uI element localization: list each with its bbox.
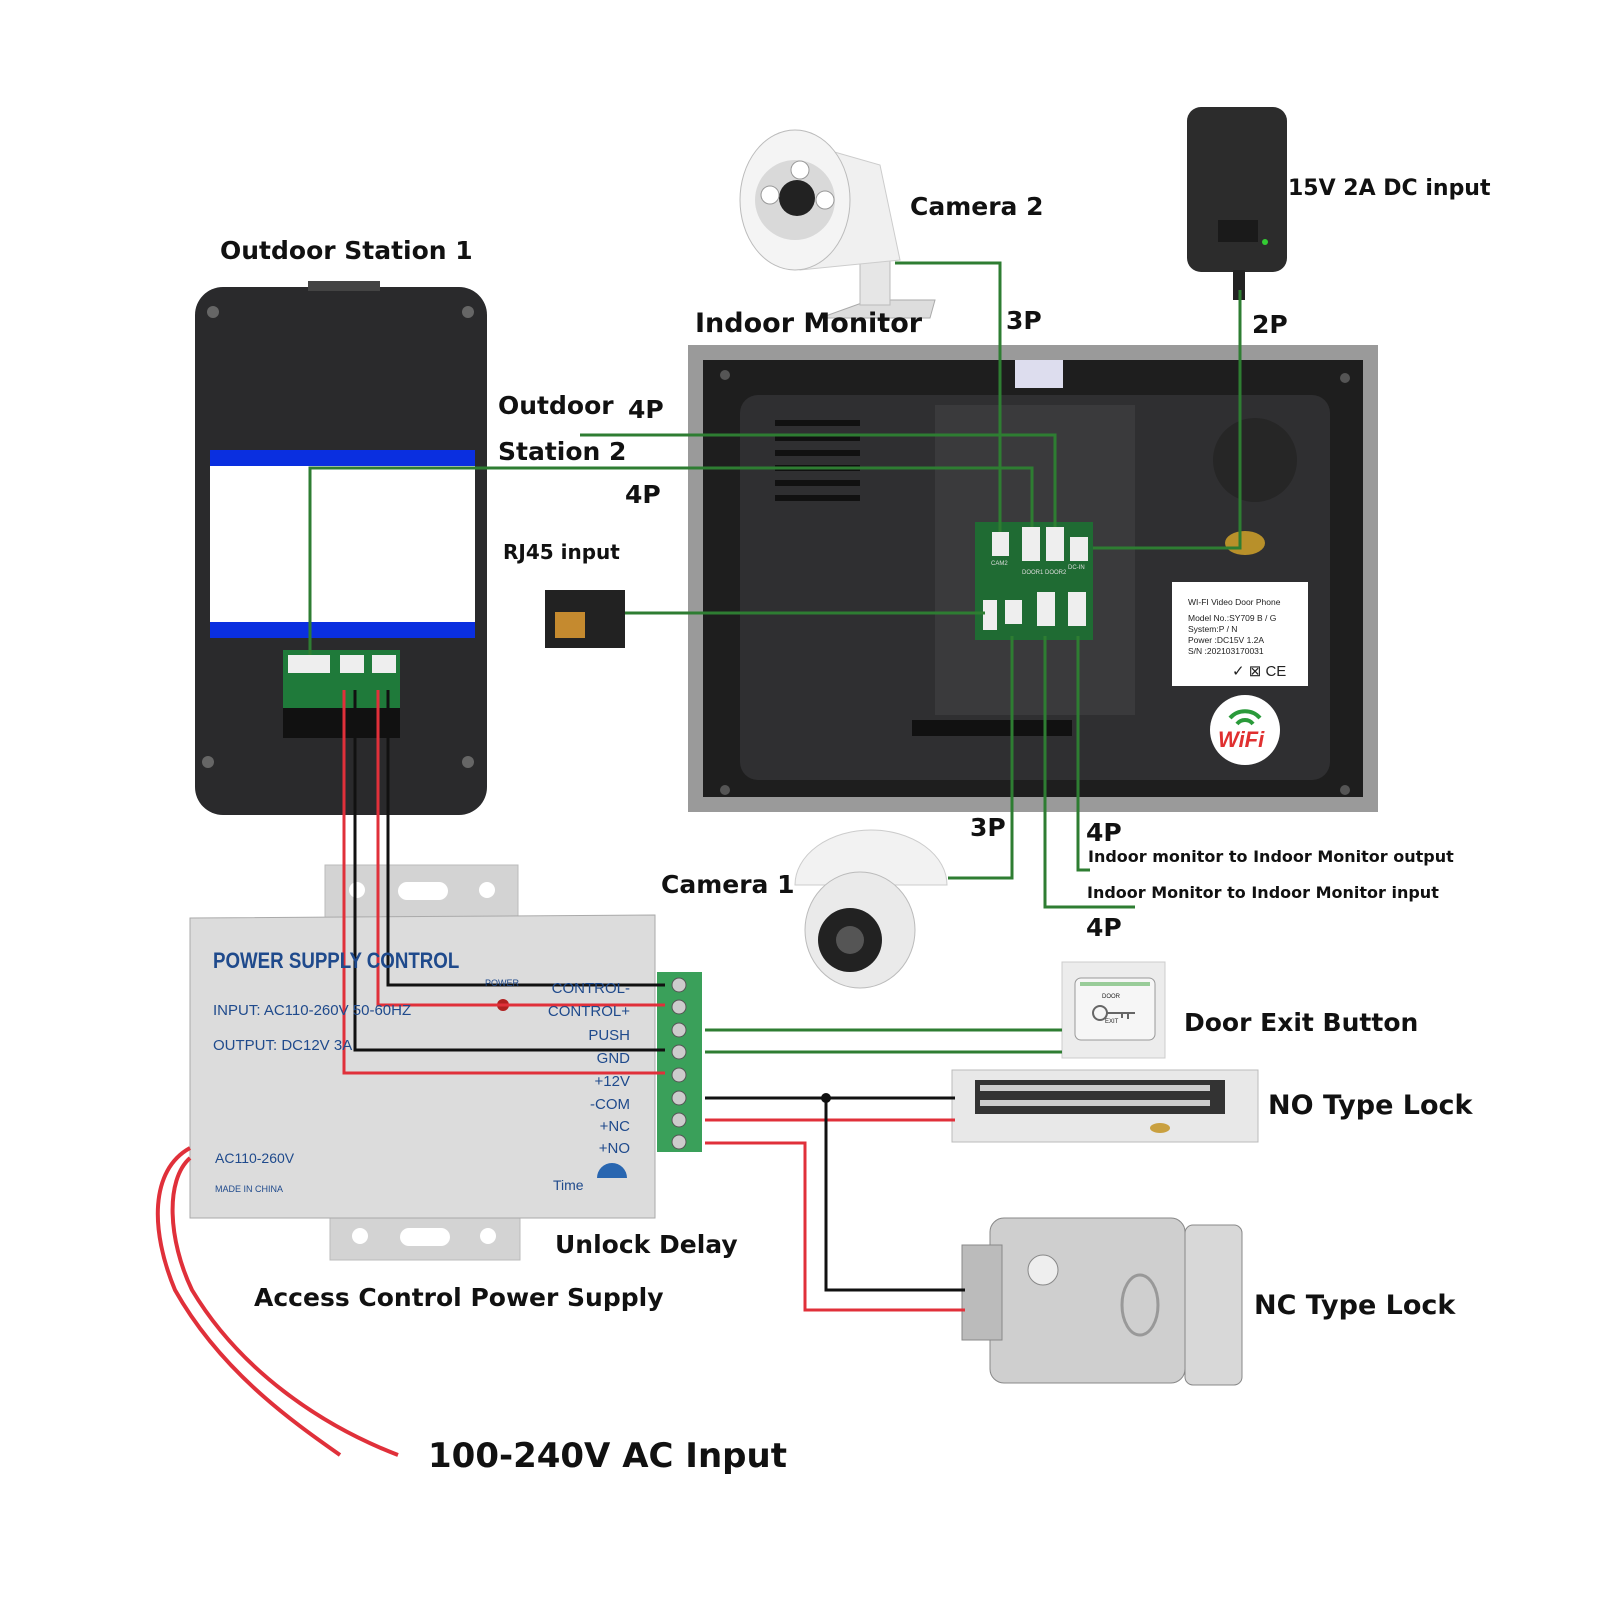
wire-im-output xyxy=(1076,636,1090,872)
rj45-jack xyxy=(545,590,625,648)
monitor-connector-board xyxy=(975,522,1093,640)
terminal-control-plus: CONTROL+ xyxy=(547,1003,630,1020)
exit-button-exit-text: EXIT xyxy=(1105,1019,1119,1025)
label-access-control: Access Control Power Supply xyxy=(254,1283,664,1312)
ps-power-label: POWER xyxy=(485,978,520,988)
label-door-exit: Door Exit Button xyxy=(1184,1008,1419,1037)
nc-type-lock xyxy=(961,1217,1243,1386)
monitor-spec-label xyxy=(1172,582,1308,686)
label-dc-input: 15V 2A DC input xyxy=(1288,176,1491,201)
camera-1 xyxy=(794,829,948,989)
wire-outdoor-station-2 xyxy=(580,433,1057,527)
wire-outdoor-station-1 xyxy=(308,466,1034,655)
indoor-monitor xyxy=(688,345,1378,812)
label-nc-lock: NC Type Lock xyxy=(1254,1290,1456,1321)
spec-sn: S/N :202103170031 xyxy=(1188,646,1264,656)
port-cam2: CAM2 xyxy=(991,561,1008,567)
camera-2 xyxy=(739,129,936,319)
label-camera-1: Camera 1 xyxy=(661,870,795,899)
door-exit-button xyxy=(1061,961,1166,1059)
label-im-output: Indoor monitor to Indoor Monitor output xyxy=(1088,847,1454,866)
terminal-com: -COM xyxy=(590,1096,630,1113)
label-ac-input: 100-240V AC Input xyxy=(428,1436,787,1476)
monitor-buzzer xyxy=(1225,531,1265,555)
ps-title: POWER SUPPLY CONTROL xyxy=(213,948,460,973)
ps-made: MADE IN CHINA xyxy=(215,1184,284,1194)
spec-model: Model No.:SY709 B / G xyxy=(1188,613,1277,623)
spec-power: Power :DC15V 1.2A xyxy=(1188,635,1265,645)
exit-button-door-text: DOOR xyxy=(1102,994,1120,1000)
terminal-nc: +NC xyxy=(599,1118,630,1135)
label-station-2: Station 2 xyxy=(498,437,627,466)
label-4p-d: 4P xyxy=(1086,913,1122,942)
label-3p-bottom: 3P xyxy=(970,813,1006,842)
port-door1: DOOR1 xyxy=(1022,570,1044,576)
label-unlock-delay: Unlock Delay xyxy=(555,1230,738,1259)
ps-output: OUTPUT: DC12V 3A xyxy=(213,1037,353,1054)
wire-im-input xyxy=(1043,636,1135,909)
wifi-logo-icon xyxy=(1210,695,1280,765)
port-door2: DOOR2 xyxy=(1045,570,1067,576)
green-wires xyxy=(308,261,1242,1054)
wire-dc-input xyxy=(1093,290,1242,550)
port-dc-in: DC-IN xyxy=(1068,565,1085,571)
power-adapter xyxy=(1187,107,1287,300)
access-control-power-supply xyxy=(189,864,702,1261)
no-type-lock xyxy=(951,1069,1259,1143)
wire-camera-1 xyxy=(948,636,1014,880)
terminal-push: PUSH xyxy=(588,1027,630,1044)
label-4p-a: 4P xyxy=(628,395,664,424)
spec-title: WI-FI Video Door Phone xyxy=(1188,597,1281,607)
power-wires xyxy=(155,690,965,1457)
label-2p: 2P xyxy=(1252,310,1288,339)
label-4p-c: 4P xyxy=(1086,818,1122,847)
label-4p-b: 4P xyxy=(625,480,661,509)
wire-camera-2 xyxy=(895,261,1002,532)
label-outdoor: Outdoor xyxy=(498,391,614,420)
monitor-sticker xyxy=(1015,360,1063,388)
spec-system: System:P / N xyxy=(1188,624,1238,634)
label-indoor-monitor: Indoor Monitor xyxy=(695,308,923,339)
terminal-gnd: GND xyxy=(596,1050,630,1067)
ps-time: Time xyxy=(553,1177,584,1193)
ps-input: INPUT: AC110-260V 50-60HZ xyxy=(213,1002,412,1019)
terminal-no: +NO xyxy=(598,1140,630,1157)
label-outdoor-station-1: Outdoor Station 1 xyxy=(220,236,473,265)
label-im-input: Indoor Monitor to Indoor Monitor input xyxy=(1087,883,1439,902)
label-no-lock: NO Type Lock xyxy=(1268,1090,1473,1121)
ps-ac: AC110-260V xyxy=(215,1150,295,1166)
label-rj45: RJ45 input xyxy=(503,540,620,564)
wifi-text: WiFi xyxy=(1218,727,1265,752)
label-camera-2: Camera 2 xyxy=(910,192,1044,221)
outdoor-station-1 xyxy=(195,281,487,815)
terminal-12v: +12V xyxy=(594,1073,630,1090)
terminal-control-minus: CONTROL- xyxy=(551,980,630,997)
label-3p-top: 3P xyxy=(1006,306,1042,335)
cert-marks: ✓ ⊠ CE xyxy=(1232,663,1287,680)
